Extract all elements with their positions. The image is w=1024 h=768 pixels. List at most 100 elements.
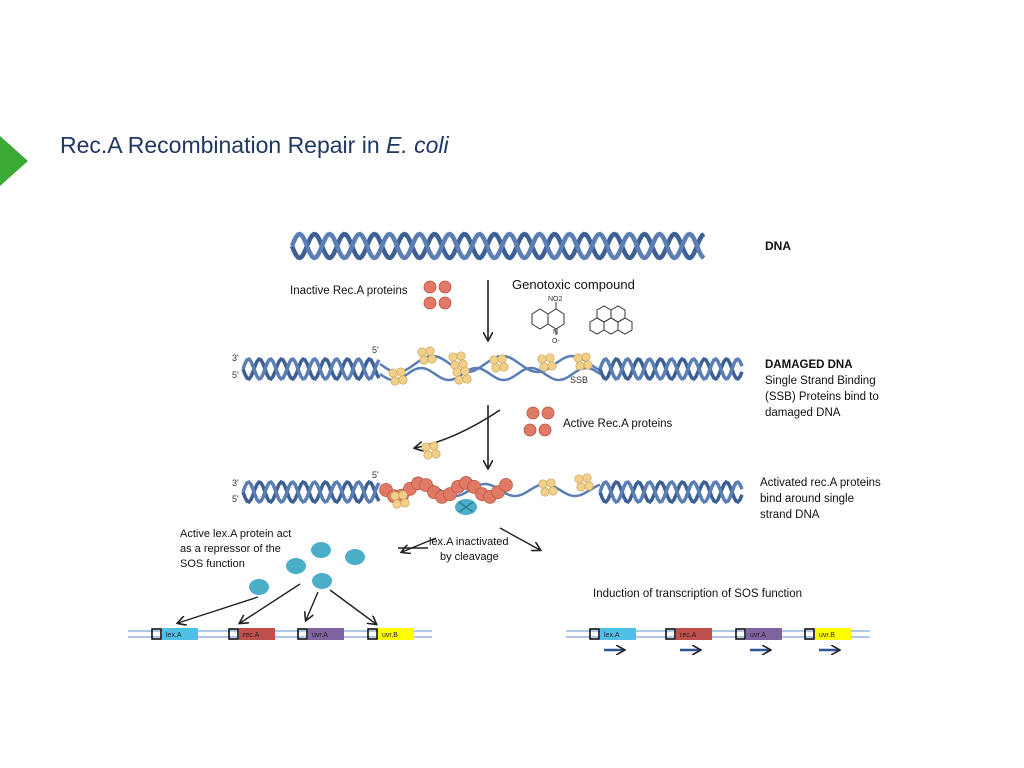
ssb-cluster (573, 352, 593, 371)
prime-5-top-row2: 5' (372, 345, 379, 355)
operator-box (589, 628, 600, 640)
gene-reca: rec.A (228, 628, 275, 640)
title-italic: E. coli (386, 132, 449, 158)
gene-box (162, 628, 198, 640)
dna-strand-b (598, 480, 744, 504)
gene-label: rec.A (243, 632, 260, 639)
gene-track-repressed: lex.A rec.A uvr.A uvr.B (128, 628, 432, 640)
damaged-dna-helix (241, 354, 744, 382)
ssb-cluster (417, 346, 437, 365)
damaged-dna-line3: damaged DNA (765, 407, 841, 419)
o-label: O- (552, 338, 560, 345)
lexa-active-line3: SOS function (180, 558, 245, 570)
gene-box (239, 628, 275, 640)
operator-box (151, 628, 162, 640)
dna-strand-b (289, 231, 706, 261)
arrow-lexa-right (499, 527, 540, 550)
gene-label: lex.A (604, 632, 620, 639)
intact-dna-helix (289, 231, 706, 261)
ssb-cluster (421, 441, 441, 460)
ssb-cluster (452, 366, 472, 385)
ssb-cluster (388, 367, 408, 386)
ssb-proteins-row3 (390, 473, 594, 509)
benzopyrene-structure (589, 305, 633, 335)
damaged-dna-line2: (SSB) Proteins bind to (765, 391, 879, 403)
gene-box (676, 628, 712, 640)
arrow-lexa-left (402, 537, 437, 552)
slide-tab-arrow (0, 136, 28, 186)
ssb-cluster (538, 478, 558, 497)
dna-label: DNA (765, 239, 791, 253)
gene-uvrb: uvr.B (804, 628, 851, 650)
dna-strand-a (598, 480, 744, 504)
damaged-dna-line1: Single Strand Binding (765, 375, 876, 387)
ssb-cluster (448, 351, 468, 370)
prime-5-top-row3: 5' (372, 470, 379, 480)
gene-uvra: uvr.A (735, 628, 782, 650)
operator-box (297, 628, 308, 640)
ssb-cluster (489, 354, 509, 373)
gene-lexa: lex.A (589, 628, 636, 650)
lexa-inactivated-line2: by cleavage (440, 551, 499, 563)
operator-box (367, 628, 378, 640)
prime-3-row3: 3' (232, 478, 239, 488)
gene-uvrb: uvr.B (367, 628, 414, 640)
dna-strand-b (241, 357, 381, 381)
operator-box (804, 628, 815, 640)
gene-uvra: uvr.A (297, 628, 344, 640)
lexa-cleaved-protein (455, 499, 477, 515)
lexa-active-line2: as a repressor of the (180, 543, 281, 555)
dna-strand-a (289, 231, 706, 261)
dna-strand-b (241, 480, 381, 504)
slide-title: Rec.A Recombination Repair in E. coli (60, 132, 449, 159)
active-reca-proteins (523, 406, 555, 437)
single-strand-dna (379, 366, 601, 382)
induction-label: Induction of transcription of SOS functi… (593, 588, 802, 600)
free-lexa-proteins (249, 542, 365, 595)
activated-reca-line3: strand DNA (760, 509, 820, 521)
gene-box (815, 628, 851, 640)
active-reca-label: Active Rec.A proteins (563, 418, 673, 430)
ssb-cluster (390, 490, 410, 509)
operator-box (735, 628, 746, 640)
ssb-label: SSB (570, 375, 588, 385)
gene-label: uvr.A (312, 632, 328, 639)
reca-filament-on-ssdna (379, 476, 513, 504)
gene-box (308, 628, 344, 640)
nitroquinoline-oxide-structure (531, 302, 565, 335)
gene-label: uvr.B (819, 632, 835, 639)
prime-5-row3: 5' (232, 494, 239, 504)
ssb-proteins-row2 (388, 346, 593, 386)
ssb-cluster (537, 353, 557, 372)
repression-arrows (178, 583, 376, 624)
ssb-cluster (574, 473, 594, 492)
gene-label: rec.A (680, 632, 697, 639)
dna-strand-b (598, 357, 744, 381)
lexa-inactivated-line1: lex.A inactivated (429, 536, 509, 548)
operator-box (228, 628, 239, 640)
inactive-reca-proteins (423, 280, 452, 310)
inactive-reca-label: Inactive Rec.A proteins (290, 285, 408, 297)
dna-strand-a (598, 357, 744, 381)
operator-box (665, 628, 676, 640)
genotoxic-label: Genotoxic compound (512, 277, 635, 292)
title-main: Rec.A Recombination Repair in (60, 132, 386, 158)
gene-track-induced: lex.A rec.A uvr.A uvr.B (566, 628, 870, 650)
gene-reca: rec.A (665, 628, 712, 650)
gene-label: uvr.A (750, 632, 766, 639)
lexa-active-line1: Active lex.A protein act (180, 528, 291, 540)
reca-monomer (499, 478, 513, 492)
activated-dna-helix (241, 480, 744, 504)
n-label: N (553, 329, 558, 336)
gene-label: uvr.B (382, 632, 398, 639)
prime-5-row2: 5' (232, 370, 239, 380)
damaged-dna-title: DAMAGED DNA (765, 359, 853, 371)
gene-lexa: lex.A (151, 628, 198, 640)
gene-label: lex.A (166, 632, 182, 639)
gene-box (746, 628, 782, 640)
no2-label: NO2 (548, 296, 563, 303)
released-ssb-proteins (421, 441, 441, 460)
gene-box (378, 628, 414, 640)
activated-reca-line1: Activated rec.A proteins (760, 477, 881, 489)
